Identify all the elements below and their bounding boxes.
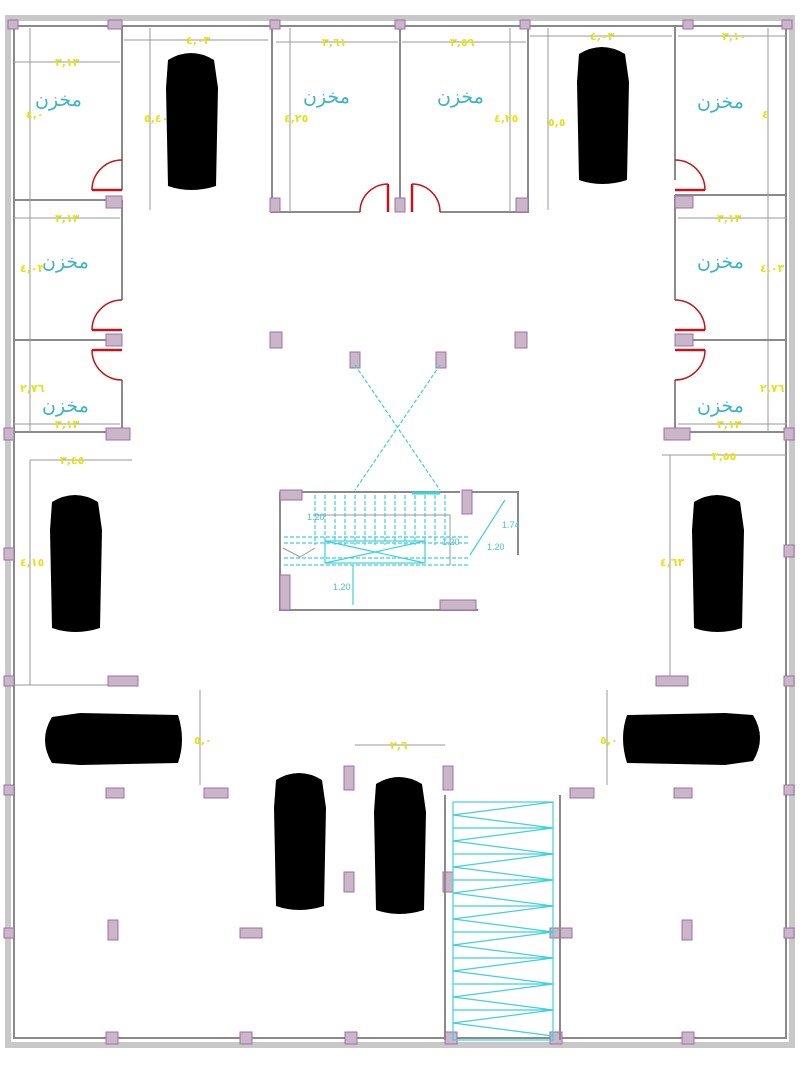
dimension: ٤,٢٥ (284, 112, 309, 125)
dimension: ٥,٥ (548, 116, 566, 129)
stair-core (279, 364, 519, 611)
dimension: ٣,١٣ (55, 418, 80, 431)
dimension-labels: ٣,١٣ ٤,٠ ٤,٠٣ ٥,٤٠ ٣,٦١ ٤,٢٥ ٣,٥٩ ٤,٢٥ ٤… (14, 30, 786, 752)
storage-room-label: مخزن (437, 86, 484, 108)
stair-dim: 1.74 (502, 520, 520, 530)
car-parking-spot (50, 495, 102, 632)
dimension: ٢,٧٦ (20, 382, 45, 395)
stair-dim: 1.20 (307, 512, 325, 522)
pillars (3, 19, 795, 1045)
dimension: ٣,٤٥ (60, 454, 85, 467)
storage-room-label: مخزن (697, 91, 744, 113)
dimension: ٤,٢٥ (494, 112, 519, 125)
stair-dim: 1.20 (442, 537, 460, 547)
storage-room-label: مخزن (42, 251, 89, 273)
car-parking-spot (623, 713, 760, 765)
car-parking-spot (274, 773, 326, 910)
storage-room-label: مخزن (303, 86, 350, 108)
dimension: ٣,١٣ (55, 56, 80, 69)
dimension: ٤,١٥ (20, 556, 45, 569)
car-parking-spot (45, 713, 182, 765)
car-parking-spot (692, 495, 744, 632)
dimension: ٣,٥٩ (450, 36, 475, 49)
storage-room-label: مخزن (697, 395, 744, 417)
car-parking-spot (166, 53, 218, 190)
dimension: ٤,٠ (26, 108, 44, 121)
car-parking-spot (374, 777, 426, 914)
storage-room-label: مخزن (42, 395, 89, 417)
dimension: ٤,٠٣ (760, 262, 785, 275)
stair-dimension-labels: 1.20 1.20 1.20 1.74 1.20 (307, 512, 520, 592)
dimension: ٤,٠٣ (186, 34, 211, 47)
dimension: ٣,١٣ (717, 418, 742, 431)
dimension: ٣,١٣ (717, 212, 742, 225)
storage-room-label: مخزن (35, 89, 82, 111)
dimension: ٣,١٣ (55, 212, 80, 225)
room-labels: مخزن مخزن مخزن مخزن مخزن مخزن مخزن مخزن (35, 86, 744, 417)
dimension: ٢,٧٦ (760, 382, 785, 395)
dimension: ٤ (762, 108, 769, 121)
ramp (444, 795, 561, 1041)
doors (91, 159, 706, 381)
dimension: ٤,٠٣ (20, 262, 45, 275)
storage-rooms-walls (14, 26, 786, 785)
dimension: ٥,٠ (194, 734, 212, 747)
dimension: ٣,٦١ (322, 36, 346, 49)
storage-room-label: مخزن (697, 251, 744, 273)
outer-wall (5, 15, 795, 1048)
dimension: ٢,٦ (390, 739, 408, 752)
car-parking-spot (577, 47, 629, 184)
dimension: ٣,٥٥ (712, 450, 737, 463)
stair-dim: 1.20 (333, 582, 351, 592)
dimension: ٤,٦٣ (660, 556, 685, 569)
stair-dim: 1.20 (487, 542, 505, 552)
dimension: ٥,٠ (600, 734, 618, 747)
dimension: ٥,٤٠ (144, 112, 168, 125)
dimension: ٤,٠٣ (590, 30, 615, 43)
dimension: ٣,١٠ (722, 30, 746, 43)
